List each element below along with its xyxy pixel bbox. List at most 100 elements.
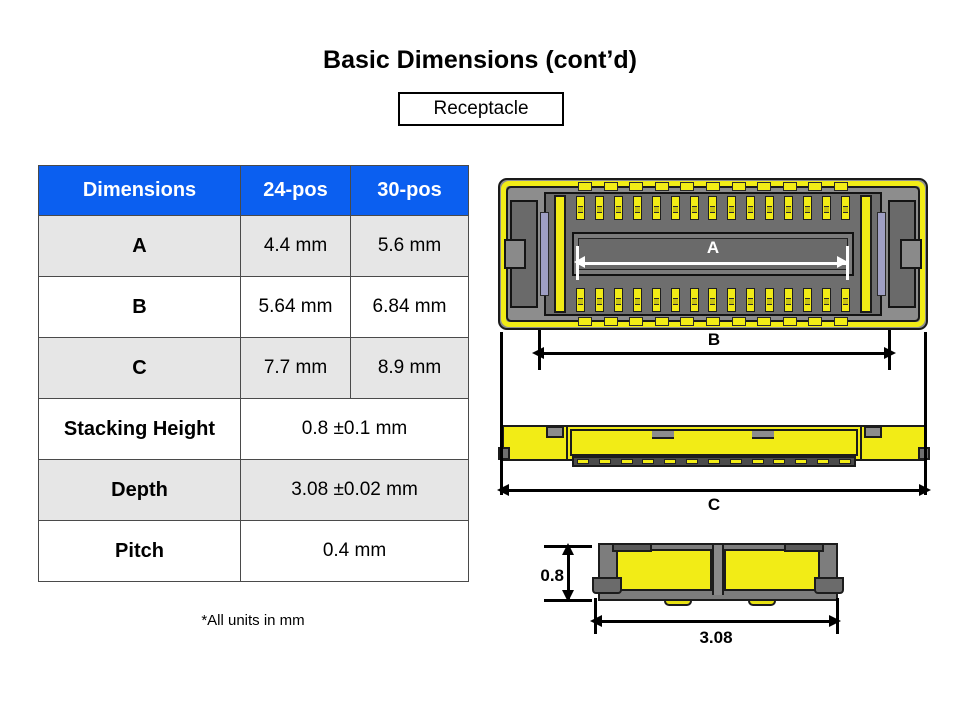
solder-pad [664,459,677,464]
contact-pin [613,196,623,220]
contact-pin [746,196,756,220]
contact-pin-row-top [576,196,850,220]
solder-pad [838,459,851,464]
contact-pin [632,288,642,312]
solder-nub [782,317,797,326]
side-dimple [752,431,774,439]
solder-nub [578,317,592,326]
contact-pin [727,288,737,312]
solder-nub [629,317,644,326]
metal-rib-left [554,195,566,313]
dimension-c-extension-left-lower [500,423,503,495]
dimension-a-arrow-right [837,256,848,268]
dimension-b-arrow-left [532,347,544,359]
dimensions-table: Dimensions 24-pos 30-pos A 4.4 mm 5.6 mm… [38,165,469,582]
side-notch-right [864,426,882,438]
solder-pad [642,459,655,464]
table-header-row: Dimensions 24-pos 30-pos [38,165,469,216]
solder-pad [577,459,589,464]
solder-nub [833,182,848,191]
solder-pad [795,459,808,464]
cell-stacking-height-value: 0.8 ±0.1 mm [240,398,469,460]
contact-pin [689,196,699,220]
end-solder-tab [748,599,776,606]
dimension-width-arrow-right [829,615,841,627]
contact-pin [594,196,604,220]
contact-pin [576,288,585,312]
side-end-right [860,425,926,461]
cell-pitch-value: 0.4 mm [240,520,469,582]
dimension-c-arrow-left [497,484,509,496]
end-metal-block-left [616,549,712,591]
solder-nub [731,317,746,326]
solder-nub [731,182,746,191]
contact-pin [784,288,794,312]
end-foot-left [592,577,622,594]
contact-pin [670,288,680,312]
solder-pad [729,459,742,464]
inner-wall-right [877,212,886,296]
solder-nub [808,317,823,326]
side-center-bar [570,429,858,456]
dimension-a-label: A [706,238,720,257]
contact-pin [784,196,794,220]
contact-pin [727,196,737,220]
cell-a-30pos: 5.6 mm [350,215,469,277]
solder-pad [773,459,786,464]
contact-pin [765,196,775,220]
contact-pin [840,196,850,220]
solder-pad [817,459,830,464]
contact-pin [613,288,623,312]
cell-b-24pos: 5.64 mm [240,276,351,338]
dimension-height-arrow-bottom [562,590,574,602]
solder-nub [629,182,644,191]
dimension-width-arrow-left [590,615,602,627]
table-row: C 7.7 mm 8.9 mm [38,337,469,399]
dimension-height-arrow-top [562,543,574,555]
contact-pin [803,196,813,220]
table-row: Pitch 0.4 mm [38,520,469,582]
dimension-b-line [540,352,888,355]
solder-nub-row-bottom [578,317,848,326]
page-title: Basic Dimensions (cont’d) [323,46,637,74]
dimension-c-line [502,489,926,492]
row-label-b: B [38,276,241,338]
solder-nub [833,317,848,326]
table-row: A 4.4 mm 5.6 mm [38,215,469,277]
contact-pin [803,288,813,312]
contact-pin [594,288,604,312]
dimension-width-line [596,620,836,623]
solder-nub-row-top [578,182,848,191]
contact-pin [840,288,850,312]
cell-c-24pos: 7.7 mm [240,337,351,399]
subtitle-label: Receptacle [433,98,529,119]
end-foot-right [814,577,844,594]
end-solder-tab [664,599,692,606]
table-row: Stacking Height 0.8 ±0.1 mm [38,398,469,460]
contact-pin [651,196,661,220]
dimension-height-label: 0.8 [540,566,564,585]
solder-nub [757,182,772,191]
end-center-divider [712,545,724,595]
metal-rib-right [860,195,872,313]
solder-pad [686,459,699,464]
solder-nub [808,182,823,191]
solder-pad [751,459,764,464]
contact-pin [670,196,680,220]
contact-pin [821,288,831,312]
solder-nub [757,317,772,326]
contact-pin [765,288,775,312]
cell-a-24pos: 4.4 mm [240,215,351,277]
solder-nub [705,182,720,191]
solder-pad [707,459,720,464]
end-top-cap-left [612,543,652,552]
side-tab-right [900,239,922,269]
cell-depth-value: 3.08 ±0.02 mm [240,459,469,521]
solder-nub [654,182,669,191]
solder-nub [603,182,618,191]
dimension-c-extension-left-upper [500,332,503,492]
solder-nub [578,182,592,191]
contact-pin [689,288,699,312]
row-label-depth: Depth [38,459,241,521]
dimension-c-arrow-right [919,484,931,496]
